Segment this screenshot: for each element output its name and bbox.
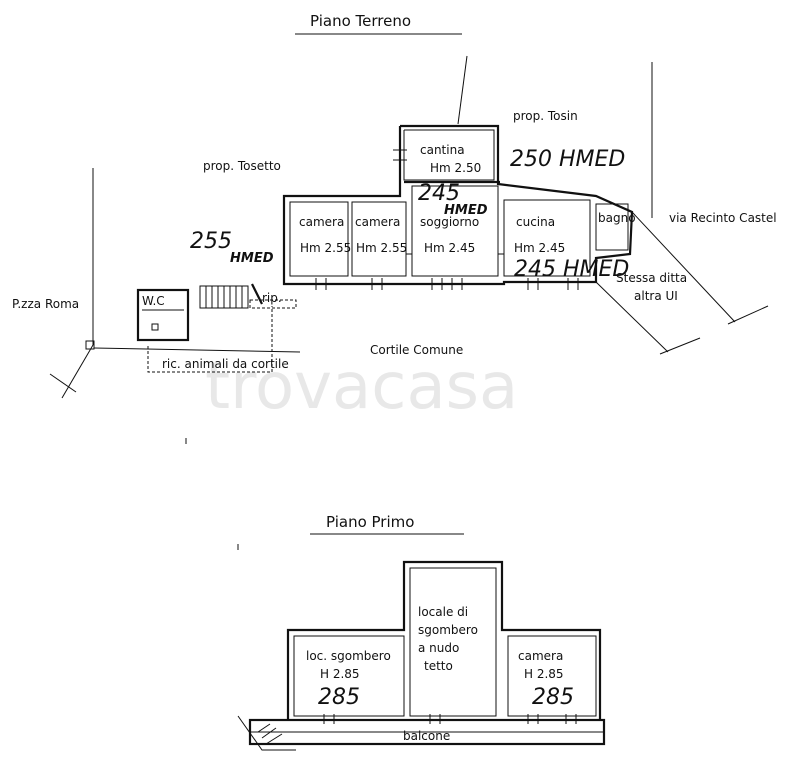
label-same-owner-2: altra UI <box>634 289 678 303</box>
handwritten-soggiorno-a: 245 <box>418 181 460 206</box>
label-same-owner-1: Stessa ditta <box>616 271 687 285</box>
label-camera-2: camera <box>355 215 400 229</box>
outbuilding-walls <box>136 288 190 342</box>
courtyard-south-line <box>93 347 301 353</box>
label-locale-2: sgombero <box>418 623 478 637</box>
handwritten-cantina: 250 HMED <box>510 147 625 172</box>
label-storage-small: rip. <box>262 291 282 305</box>
soggiorno-walls <box>411 185 499 277</box>
first-floor-window-marks <box>323 714 577 724</box>
cantina-walls <box>403 129 495 181</box>
label-camera-ff: camera <box>518 649 563 663</box>
handwritten-camere-b: HMED <box>230 251 274 266</box>
label-locale-4: tetto <box>424 659 453 673</box>
handwritten-camera-ff: 285 <box>532 685 574 710</box>
camera-1-walls <box>289 201 349 277</box>
street-tick <box>727 305 769 325</box>
label-balcony: balcone <box>403 729 450 743</box>
camera-2-walls <box>351 201 407 277</box>
label-locale-1: locale di <box>418 605 468 619</box>
label-street: via Recinto Castel <box>669 211 777 225</box>
storage-hatch <box>251 283 263 305</box>
locale-walls <box>409 567 497 717</box>
label-camera-ff-height: H 2.85 <box>524 667 564 681</box>
label-cantina: cantina <box>420 143 465 157</box>
first-floor-title: Piano Primo <box>326 513 414 531</box>
first-floor-outline <box>286 560 602 720</box>
label-courtyard: Cortile Comune <box>370 343 463 357</box>
label-cantina-height: Hm 2.50 <box>430 161 481 175</box>
sgombero-walls <box>293 635 405 717</box>
label-soggiorno-height: Hm 2.45 <box>424 241 475 255</box>
other-unit-line <box>595 281 669 353</box>
handwritten-cucina: 245 HMED <box>514 257 629 282</box>
stair-treads <box>205 286 243 308</box>
ground-floor-title: Piano Terreno <box>310 12 411 30</box>
handwritten-camere-a: 255 <box>190 229 232 254</box>
label-cucina-height: Hm 2.45 <box>514 241 565 255</box>
storage-small-walls <box>249 299 297 309</box>
label-piazza-roma: P.zza Roma <box>12 297 79 311</box>
handwritten-sgombero: 285 <box>318 685 360 710</box>
boundary-line-north <box>457 55 468 125</box>
watermark: trovacasa <box>205 350 518 424</box>
street-line <box>631 211 736 323</box>
cucina-walls <box>503 199 591 277</box>
camera-ff-walls <box>507 635 597 717</box>
label-sgombero-height: H 2.85 <box>320 667 360 681</box>
handwritten-soggiorno-b: HMED <box>444 203 488 218</box>
piazza-boundary <box>61 344 94 399</box>
label-cucina: cucina <box>516 215 555 229</box>
outbuilding-door <box>151 323 159 331</box>
ground-floor-outline <box>282 124 634 286</box>
label-camera-1: camera <box>299 215 344 229</box>
window-marks <box>315 149 579 290</box>
label-bagno: bagno <box>598 211 636 225</box>
label-prop-tosin: prop. Tosin <box>513 109 578 123</box>
label-shelter: ric. animali da cortile <box>162 357 289 371</box>
shelter-outline <box>147 306 273 373</box>
piazza-tick <box>49 373 77 393</box>
label-camera-2-height: Hm 2.55 <box>356 241 407 255</box>
label-prop-tosetto: prop. Tosetto <box>203 159 281 173</box>
bagno-walls <box>595 203 629 251</box>
label-camera-1-height: Hm 2.55 <box>300 241 351 255</box>
other-unit-tick <box>659 337 701 355</box>
corner-marker <box>85 340 95 350</box>
label-locale-3: a nudo <box>418 641 459 655</box>
balcony-stair-treads <box>257 723 283 745</box>
balcony-stair-edge <box>237 715 296 751</box>
label-sgombero: loc. sgombero <box>306 649 391 663</box>
label-wc: W.C <box>142 294 165 308</box>
label-soggiorno: soggiorno <box>420 215 479 229</box>
